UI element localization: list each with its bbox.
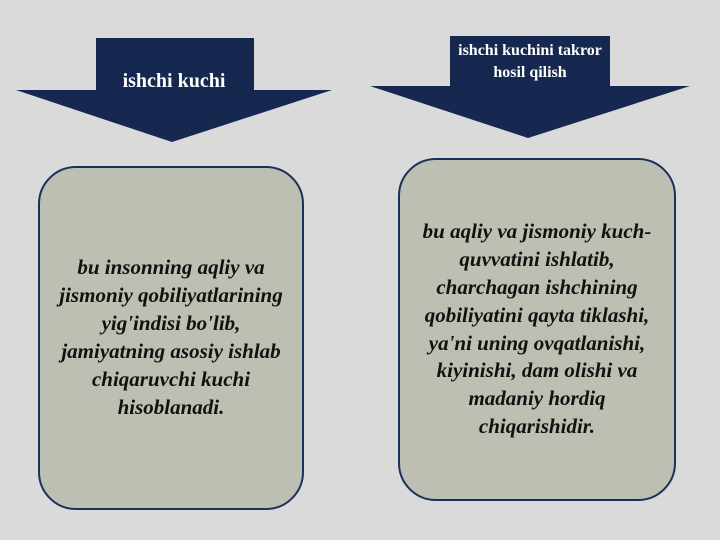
definition-box-right: bu aqliy va jismoniy kuch-quvvatini ishl… <box>398 158 676 501</box>
down-arrow-shape-left <box>16 38 332 142</box>
heading-right: ishchi kuchini takror hosil qilish <box>458 42 602 81</box>
down-arrow-shape-right <box>370 36 690 138</box>
definition-left: bu insonning aqliy va jismoniy qobiliyat… <box>59 255 283 419</box>
heading-left: ishchi kuchi <box>122 70 226 92</box>
definition-right: bu aqliy va jismoniy kuch-quvvatini ishl… <box>422 218 652 439</box>
heading-arrow-right: ishchi kuchini takror hosil qilish <box>368 36 692 142</box>
heading-arrow-left: ishchi kuchi <box>14 38 334 144</box>
definition-box-left: bu insonning aqliy va jismoniy qobiliyat… <box>38 166 304 510</box>
